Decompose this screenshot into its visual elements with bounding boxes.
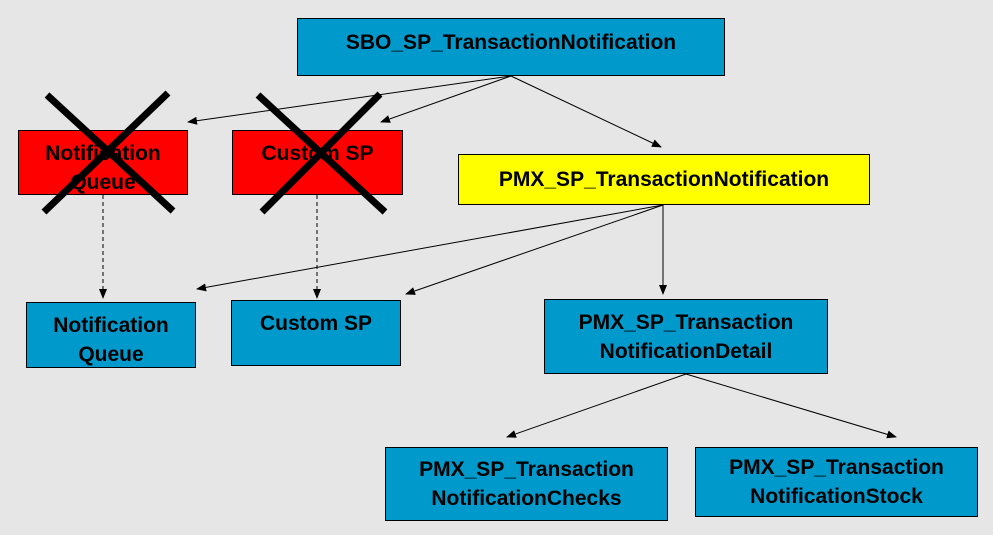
edge-sbo-to-old-queue xyxy=(187,75,512,125)
edge-sbo-to-old-custom xyxy=(380,75,512,123)
node-notification-queue: Notification Queue xyxy=(26,302,196,368)
node-detail-label: PMX_SP_Transaction NotificationDetail xyxy=(578,310,794,363)
edge-pmx-to-queue xyxy=(196,204,664,292)
node-deprecated-custom-sp: Custom SP xyxy=(232,130,403,195)
node-pmx-transaction-notification-detail: PMX_SP_Transaction NotificationDetail xyxy=(544,299,828,374)
node-checks-label: PMX_SP_Transaction NotificationChecks xyxy=(419,458,634,510)
edge-pmx-to-custom xyxy=(405,204,664,295)
cross-out-icon xyxy=(255,91,388,215)
node-stock-label: PMX_SP_Transaction NotificationStock xyxy=(729,456,944,508)
edge-sbo-to-pmx xyxy=(510,75,662,148)
node-pmx-sp-transaction-notification: PMX_SP_TransactionNotification xyxy=(458,154,870,205)
node-pmx-label: PMX_SP_TransactionNotification xyxy=(498,168,830,191)
edge-detail-to-checks xyxy=(506,373,687,438)
node-sbo-label: SBO_SP_TransactionNotification xyxy=(345,31,677,54)
node-sbo-sp-transaction-notification: SBO_SP_TransactionNotification xyxy=(297,18,725,76)
node-queue-label: Notification Queue xyxy=(53,314,169,366)
node-custom-label: Custom SP xyxy=(259,312,372,335)
node-custom-sp: Custom SP xyxy=(231,300,401,366)
node-pmx-transaction-notification-stock: PMX_SP_Transaction NotificationStock xyxy=(695,447,978,517)
edge-detail-to-stock xyxy=(685,373,897,439)
cross-out-icon xyxy=(41,90,176,215)
node-pmx-transaction-notification-checks: PMX_SP_Transaction NotificationChecks xyxy=(385,447,668,521)
